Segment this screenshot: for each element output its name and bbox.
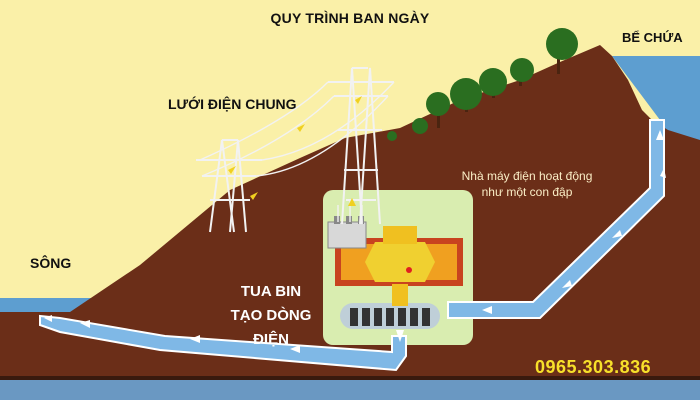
- penstock-pipe: [447, 119, 665, 319]
- diagram-title: QUY TRÌNH BAN NGÀY: [270, 10, 430, 26]
- grid-label: LƯỚI ĐIỆN CHUNG: [168, 96, 297, 112]
- phone-number: 0965.303.836: [535, 357, 652, 377]
- power-tower-icon: [196, 139, 262, 233]
- water-strip: [0, 380, 700, 400]
- reservoir-label: BỂ CHỨA: [622, 30, 683, 45]
- plant-label: Nhà máy điện hoạt động như một con đập: [452, 168, 602, 200]
- tailrace-pipe: [39, 314, 407, 372]
- river-label: SÔNG: [30, 255, 72, 271]
- flow-arrow-icon: [44, 130, 666, 353]
- power-tower-icon: [328, 67, 394, 225]
- spark-icon: [228, 96, 362, 206]
- transformer: [327, 216, 367, 249]
- tree-icon: [387, 28, 578, 141]
- turbine-label: TUA BIN TẠO DÒNG ĐIỆN: [218, 280, 324, 352]
- turbine-label-line2: TẠO DÒNG ĐIỆN: [230, 307, 312, 348]
- turbine-label-line1: TUA BIN: [240, 283, 302, 300]
- power-lines: [199, 81, 395, 222]
- plant-label-line1: Nhà máy điện hoạt động: [461, 169, 593, 183]
- plant-label-line2: như một con đập: [481, 185, 573, 199]
- turbine-icon: [340, 303, 440, 329]
